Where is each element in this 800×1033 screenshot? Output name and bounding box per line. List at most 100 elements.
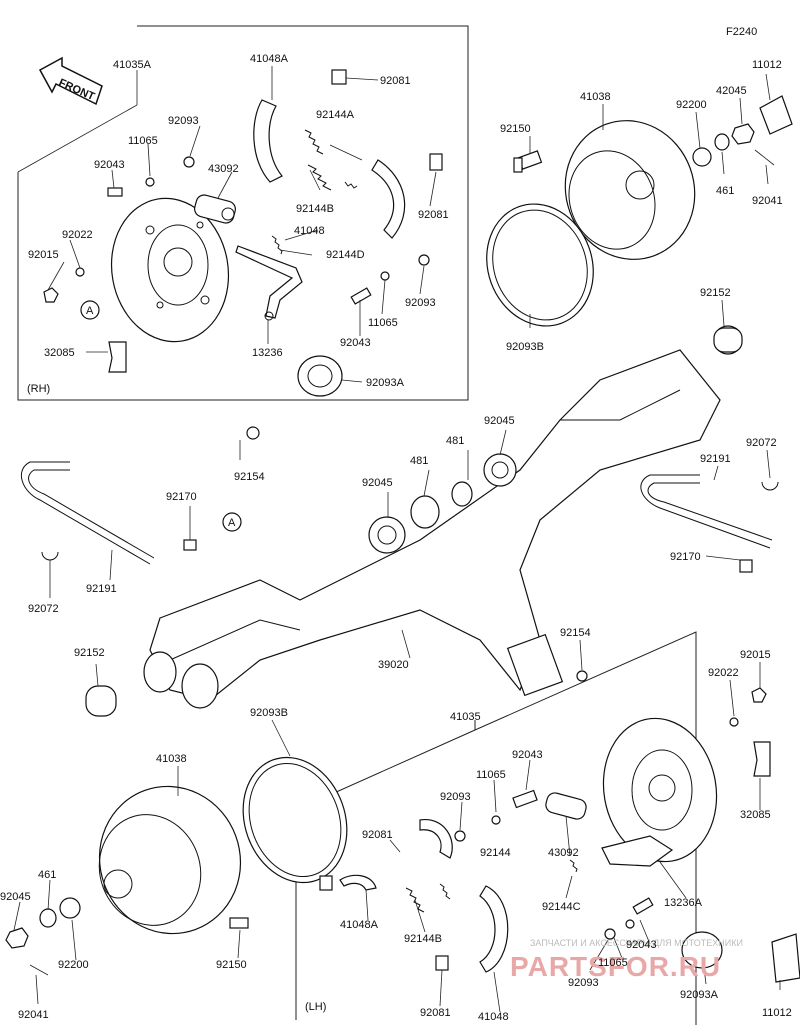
oring-92093B-bottom bbox=[242, 756, 348, 884]
part-label: 13236A bbox=[664, 897, 703, 909]
small-parts-rh bbox=[43, 69, 443, 440]
part-label: 92093 bbox=[405, 297, 436, 309]
part-label: 481 bbox=[446, 435, 464, 447]
part-label: 41038 bbox=[156, 753, 187, 765]
brake-panel-rh bbox=[110, 197, 230, 343]
marker-a-top bbox=[80, 300, 100, 320]
oring-92093B-top bbox=[486, 203, 594, 327]
part-label: 43092 bbox=[548, 847, 579, 859]
part-number-labels: 41035A 41048A 92081 92144 A 92093 11065 9… bbox=[0, 53, 792, 1023]
part-label: 92093B bbox=[506, 341, 544, 353]
part-label: 92150 bbox=[216, 959, 247, 971]
part-label: 92144D bbox=[326, 249, 365, 261]
part-label: 92150 bbox=[500, 123, 531, 135]
marker-a-top-label: A bbox=[86, 305, 94, 317]
seal-92093A-top bbox=[297, 355, 343, 397]
small-parts-lh bbox=[319, 687, 771, 971]
watermark-subtext: ЗАПЧАСТИ И АКСЕССУАРЫ ДЛЯ МОТОТЕХНИКИ bbox=[530, 938, 743, 948]
part-label: 92093 bbox=[568, 977, 599, 989]
part-label: 32085 bbox=[740, 809, 771, 821]
part-label: 92144 bbox=[480, 847, 511, 859]
part-label: 92022 bbox=[708, 667, 739, 679]
lever-13236A bbox=[601, 835, 674, 867]
part-label: 92045 bbox=[484, 415, 515, 427]
bolt-92150-top bbox=[513, 150, 543, 173]
part-label: 92043 bbox=[340, 337, 371, 349]
springs-rh bbox=[271, 129, 363, 255]
part-label: 11065 bbox=[598, 957, 628, 969]
brake-drum-top bbox=[564, 120, 696, 260]
leader-lines bbox=[13, 66, 781, 1013]
part-label: 39020 bbox=[378, 659, 409, 671]
part-label: 92081 bbox=[418, 209, 449, 221]
part-label: 92015 bbox=[740, 649, 771, 661]
part-label: 11065 bbox=[368, 317, 398, 329]
marker-a-mid bbox=[222, 512, 242, 532]
part-label: 92072 bbox=[746, 437, 777, 449]
part-label: 92043 bbox=[94, 159, 125, 171]
part-label: 43092 bbox=[208, 163, 239, 175]
lh-group-box bbox=[295, 720, 476, 1020]
part-label: 41038 bbox=[580, 91, 611, 103]
part-label: 41035A bbox=[113, 59, 152, 71]
part-label: 92041 bbox=[18, 1009, 49, 1021]
part-label: 11065 bbox=[128, 135, 158, 147]
rh-group-label: (RH) bbox=[27, 383, 50, 395]
part-label: 41048 bbox=[294, 225, 325, 237]
part-label: 11065 bbox=[476, 769, 506, 781]
part-label: 92043 bbox=[512, 749, 543, 761]
collar-92152-left bbox=[85, 685, 117, 717]
part-label: 92191 bbox=[700, 453, 731, 465]
figure-code: F2240 bbox=[726, 26, 757, 38]
part-label: 92041 bbox=[752, 195, 783, 207]
brake-cam-lh bbox=[545, 792, 587, 820]
bolt-92154-right bbox=[576, 670, 588, 682]
bearings-center bbox=[368, 453, 517, 554]
brake-shoe-rh-b bbox=[371, 159, 406, 239]
part-label: 92081 bbox=[420, 1007, 451, 1019]
breather-hose-right bbox=[640, 474, 773, 573]
part-label: 92043 bbox=[626, 939, 657, 951]
part-label: 41035 bbox=[450, 711, 481, 723]
brake-shoe-lh-a bbox=[339, 819, 453, 891]
cap-11012-bottom bbox=[771, 933, 800, 983]
front-arrow-icon: FRONT bbox=[38, 56, 103, 106]
brake-cam-rh bbox=[194, 194, 236, 224]
swing-arm-39020 bbox=[143, 349, 721, 709]
part-label: 92045 bbox=[0, 891, 31, 903]
part-label: 92152 bbox=[74, 647, 105, 659]
watermark: ЗАПЧАСТИ И АКСЕССУАРЫ ДЛЯ МОТОТЕХНИКИ PA… bbox=[510, 938, 743, 982]
hub-parts-bottom bbox=[5, 897, 249, 976]
part-label: 92093B bbox=[250, 707, 288, 719]
part-label: 92081 bbox=[380, 75, 411, 87]
watermark-text: PARTSFOR.RU bbox=[510, 951, 721, 982]
part-label: 92045 bbox=[362, 477, 393, 489]
part-label: 11012 bbox=[762, 1007, 792, 1019]
brake-shoe-lh-b bbox=[479, 885, 509, 973]
part-label: 92015 bbox=[28, 249, 59, 261]
part-label: 92200 bbox=[676, 99, 707, 111]
part-label: 41048A bbox=[340, 919, 379, 931]
part-label: 92144C bbox=[542, 901, 581, 913]
part-label: 92191 bbox=[86, 583, 117, 595]
part-label: 41048 bbox=[478, 1011, 509, 1023]
part-label: 92170 bbox=[166, 491, 197, 503]
lever-13236 bbox=[235, 245, 303, 321]
hub-parts-top bbox=[692, 95, 793, 167]
part-label: 92152 bbox=[700, 287, 731, 299]
part-label: 92154 bbox=[560, 627, 591, 639]
part-label: 92022 bbox=[62, 229, 93, 241]
part-label: 461 bbox=[716, 185, 734, 197]
brake-shoe-rh-a bbox=[253, 99, 283, 183]
part-label: 92144B bbox=[404, 933, 442, 945]
part-label: 92081 bbox=[362, 829, 393, 841]
lh-group-label: (LH) bbox=[305, 1001, 326, 1013]
part-label: 92093 bbox=[168, 115, 199, 127]
rh-group-box bbox=[17, 25, 469, 401]
seal-92093A-bottom bbox=[681, 931, 723, 969]
part-label: 92200 bbox=[58, 959, 89, 971]
part-label: 42045 bbox=[716, 85, 747, 97]
part-label: 92144B bbox=[296, 203, 334, 215]
collar-92152-right bbox=[713, 325, 743, 355]
